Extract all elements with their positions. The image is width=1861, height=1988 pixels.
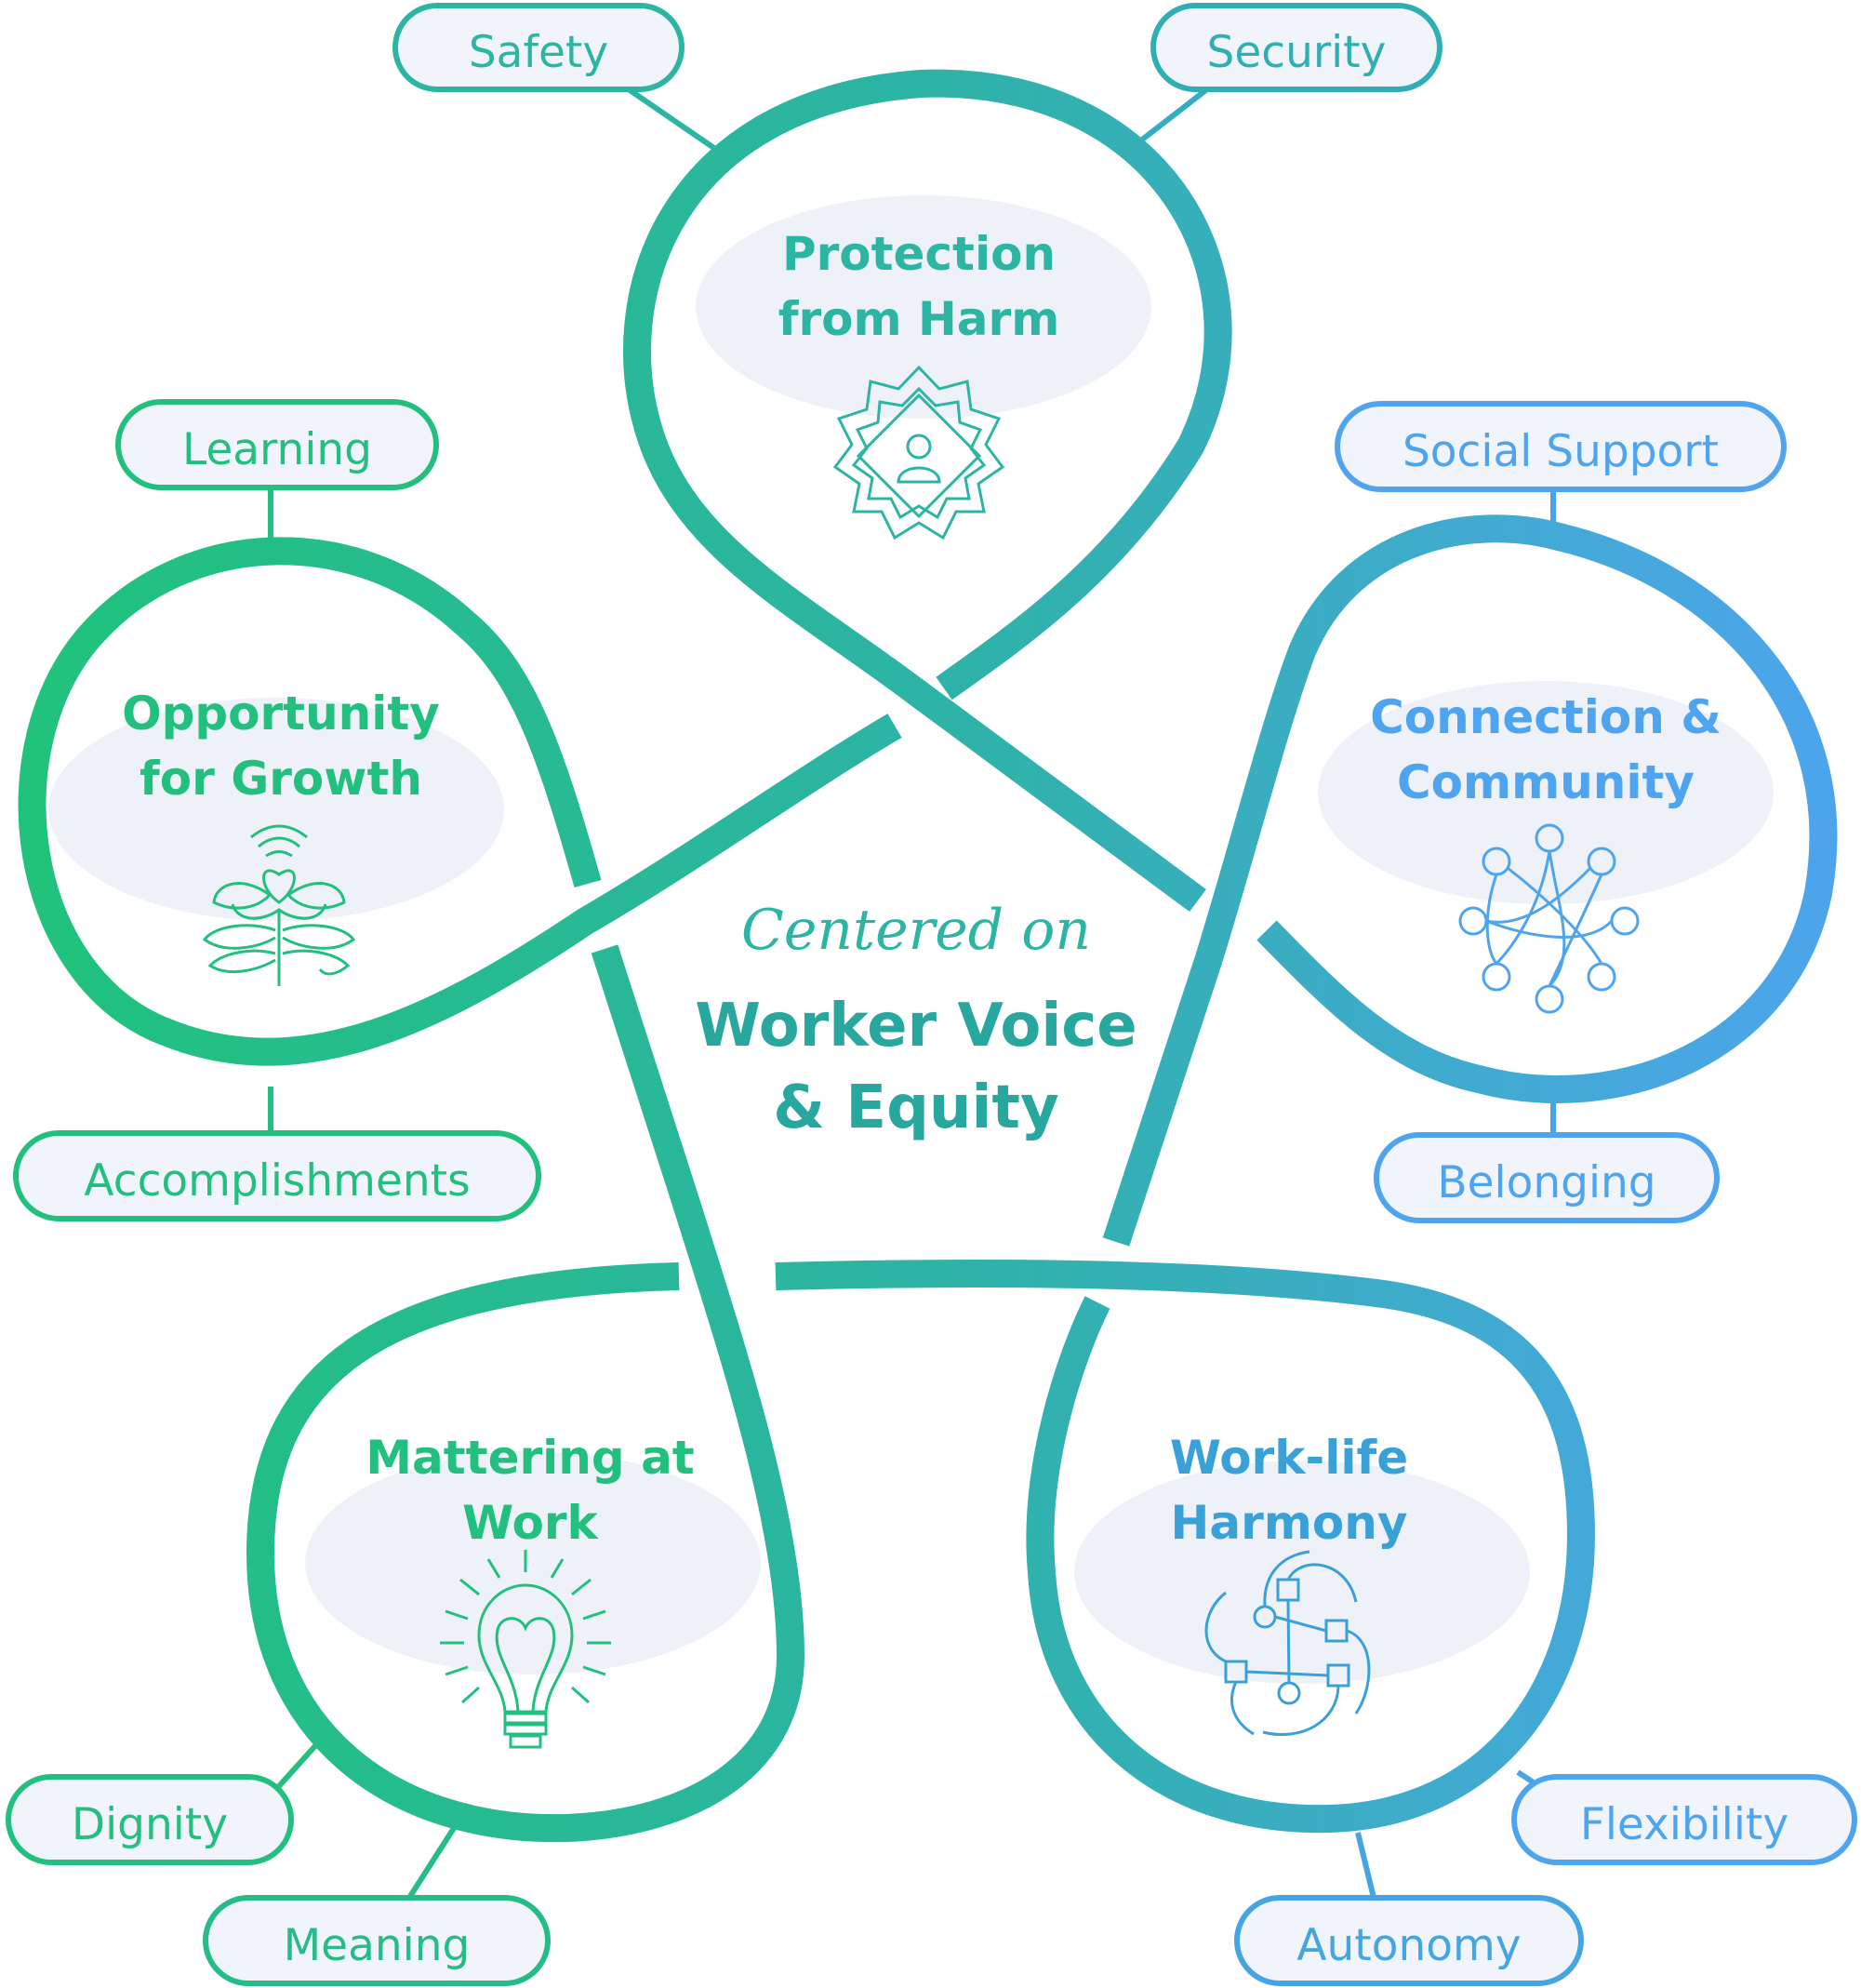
shield-badge-person-icon — [832, 365, 1005, 540]
title-mattering-line1: Mattering at — [366, 1431, 694, 1485]
bubble-connection — [1318, 681, 1774, 904]
pill-accomplishments[interactable]: Accomplishments — [13, 1130, 541, 1221]
center-title-line2: & Equity — [773, 1074, 1058, 1142]
pill-autonomy[interactable]: Autonomy — [1234, 1895, 1584, 1986]
connector-autonomy — [1355, 1832, 1376, 1899]
bubble-harmony — [1074, 1461, 1530, 1684]
title-mattering-line2: Work — [462, 1496, 599, 1550]
pill-label: Meaning — [284, 1920, 471, 1971]
bubble-protection — [696, 195, 1151, 419]
center-script-text: Centered on — [741, 898, 1091, 963]
loop-mattering — [246, 944, 805, 1843]
title-connection-line2: Community — [1397, 755, 1695, 809]
lightbulb-heart-icon — [440, 1550, 611, 1749]
pill-belonging[interactable]: Belonging — [1374, 1132, 1720, 1223]
center-label: Centered on Worker Voice & Equity — [695, 898, 1137, 1142]
title-harmony-line2: Harmony — [1171, 1496, 1408, 1550]
pill-meaning[interactable]: Meaning — [203, 1895, 551, 1986]
network-icon — [1458, 823, 1640, 1014]
lotus-flower-icon — [202, 824, 356, 986]
pill-flexibility[interactable]: Flexibility — [1511, 1774, 1857, 1865]
swirl-nodes-icon — [1204, 1550, 1371, 1737]
pill-social-support[interactable]: Social Support — [1335, 401, 1787, 492]
pill-label: Autonomy — [1296, 1920, 1521, 1971]
node-titles: Protection from Harm Opportunity for Gro… — [122, 227, 1721, 1550]
center-title-line1: Worker Voice — [695, 992, 1137, 1061]
pills: Safety Security Learning Accomplishments… — [6, 3, 1857, 1986]
title-protection-line2: from Harm — [778, 292, 1060, 346]
loop-harmony — [775, 1260, 1596, 1834]
pill-dignity[interactable]: Dignity — [6, 1774, 294, 1865]
pill-label: Safety — [469, 27, 608, 78]
title-protection-line1: Protection — [782, 227, 1056, 281]
loop-growth — [18, 537, 902, 1066]
connector-lines — [268, 83, 1556, 1900]
loop-protection-left — [623, 69, 1232, 913]
title-connection-line1: Connection & — [1370, 690, 1721, 744]
title-harmony-line1: Work-life — [1170, 1431, 1408, 1485]
pill-label: Belonging — [1437, 1157, 1655, 1208]
pill-label: Dignity — [72, 1799, 228, 1850]
pill-label: Learning — [182, 424, 372, 475]
loop-connection — [1102, 514, 1838, 1247]
title-growth-line2: for Growth — [140, 752, 422, 806]
pill-learning[interactable]: Learning — [115, 399, 439, 490]
connector-meaning — [406, 1823, 459, 1900]
pill-label: Security — [1206, 27, 1386, 78]
pill-label: Accomplishments — [84, 1155, 470, 1207]
pill-label: Social Support — [1402, 426, 1719, 477]
title-growth-line1: Opportunity — [122, 687, 440, 740]
title-bubbles — [48, 195, 1774, 1684]
connector-dignity — [276, 1737, 324, 1789]
pill-label: Flexibility — [1580, 1799, 1788, 1850]
pill-security[interactable]: Security — [1150, 3, 1442, 92]
loop-paths — [18, 69, 1838, 1843]
connector-safety — [621, 83, 720, 153]
pill-safety[interactable]: Safety — [392, 3, 685, 92]
bubble-mattering — [305, 1451, 761, 1674]
bubble-growth — [48, 698, 504, 921]
